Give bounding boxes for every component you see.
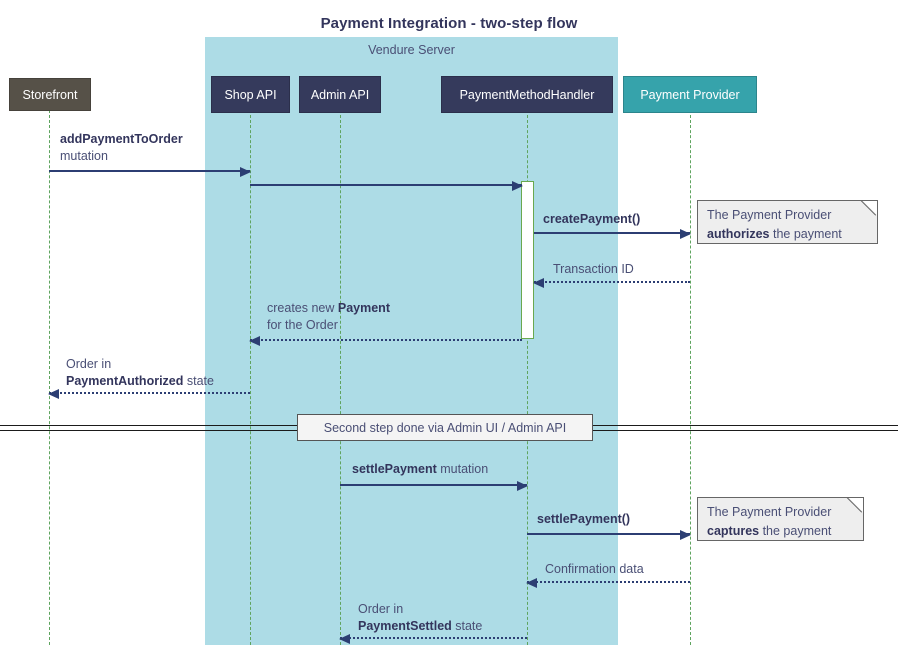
message-arrow-transaction-id [533, 278, 690, 288]
participant-label: Shop API [224, 87, 277, 102]
label-plain: Transaction ID [553, 262, 634, 276]
label-plain: Order in [66, 357, 112, 371]
note-line-1: The Payment Provider [707, 505, 832, 519]
lifeline-storefront [49, 110, 50, 645]
label-plain: creates new [267, 301, 338, 315]
group-box-vendure-server: Vendure Server [205, 37, 618, 645]
arrowhead-left-icon [249, 336, 260, 346]
participant-shop-api[interactable]: Shop API [211, 76, 290, 113]
participant-storefront[interactable]: Storefront [9, 78, 91, 111]
message-label-confirmation-data: Confirmation data [545, 561, 644, 578]
arrowhead-right-icon [517, 481, 528, 491]
message-arrow-settle-payment-call [527, 530, 691, 540]
message-arrow-order-payment-settled [339, 634, 527, 644]
note-line-2-bold: captures [707, 524, 760, 538]
lifeline-payment-provider [690, 110, 691, 645]
message-arrow-add-payment-to-order [49, 167, 251, 177]
group-label: Vendure Server [368, 43, 455, 57]
arrowhead-left-icon [48, 389, 59, 399]
lifeline-admin-api [340, 110, 341, 645]
lifeline-payment-method-handler [527, 110, 528, 645]
participant-label: Storefront [22, 87, 78, 102]
label-plain: Order in [358, 602, 404, 616]
message-label-settle-payment-mutation: settlePayment mutation [352, 461, 488, 478]
arrowhead-left-icon [339, 634, 350, 644]
note-line-2-plain: the payment [769, 227, 842, 241]
participant-payment-provider[interactable]: Payment Provider [623, 76, 757, 113]
message-label-settle-payment-call: settlePayment() [537, 511, 630, 528]
label-bold: addPaymentToOrder [60, 132, 183, 146]
participant-payment-method-handler[interactable]: PaymentMethodHandler [441, 76, 613, 113]
message-label-order-payment-settled: Order in PaymentSettled state [358, 601, 482, 635]
label-bold: settlePayment [352, 462, 437, 476]
label-bold: PaymentAuthorized [66, 374, 184, 388]
lifeline-shop-api [250, 110, 251, 645]
participant-label: Admin API [310, 87, 370, 102]
divider-label: Second step done via Admin UI / Admin AP… [323, 420, 567, 435]
arrowhead-right-icon [680, 530, 691, 540]
arrowhead-left-icon [533, 278, 544, 288]
diagram-title: Payment Integration - two-step flow [320, 15, 578, 32]
note-fold-line-icon [858, 200, 878, 220]
label-plain: mutation [436, 462, 489, 476]
label-bold: createPayment() [543, 212, 641, 226]
message-arrow-confirmation-data [526, 578, 690, 588]
note-captures: The Payment Provider captures the paymen… [697, 497, 864, 541]
activation-bar-payment-method-handler [521, 181, 534, 339]
note-line-2-bold: authorizes [707, 227, 770, 241]
message-label-creates-new-payment: creates new Payment for the Order [267, 300, 390, 334]
note-authorizes: The Payment Provider authorizes the paym… [697, 200, 878, 244]
message-arrow-order-payment-authorized [48, 389, 250, 399]
message-label-add-payment-to-order: addPaymentToOrder mutation [60, 131, 183, 165]
participant-admin-api[interactable]: Admin API [299, 76, 381, 113]
label-plain: mutation [60, 149, 108, 163]
note-line-2-plain: the payment [759, 524, 832, 538]
note-line-1: The Payment Provider [707, 208, 832, 222]
participant-label: PaymentMethodHandler [459, 87, 595, 102]
label-plain-2: state [451, 619, 483, 633]
message-label-create-payment: createPayment() [543, 211, 640, 228]
arrowhead-right-icon [240, 167, 251, 177]
arrowhead-right-icon [512, 181, 523, 191]
message-arrow-settle-payment-mutation [340, 481, 528, 491]
divider-label-box: Second step done via Admin UI / Admin AP… [297, 414, 593, 441]
label-plain: Confirmation data [545, 562, 644, 576]
label-bold: settlePayment() [537, 512, 631, 526]
message-arrow-shop-api-to-handler [250, 181, 523, 191]
note-fold-line-icon [844, 497, 864, 517]
participant-label: Payment Provider [640, 87, 740, 102]
message-label-order-payment-authorized: Order in PaymentAuthorized state [66, 356, 214, 390]
arrowhead-left-icon [526, 578, 537, 588]
message-arrow-create-payment [534, 229, 691, 239]
label-bold: PaymentSettled [358, 619, 452, 633]
message-label-transaction-id: Transaction ID [553, 261, 634, 278]
label-plain-2: for the Order [267, 318, 338, 332]
label-plain-2: state [183, 374, 214, 388]
label-bold-tail: Payment [337, 301, 390, 315]
arrowhead-right-icon [680, 229, 691, 239]
message-arrow-creates-new-payment [249, 336, 522, 346]
